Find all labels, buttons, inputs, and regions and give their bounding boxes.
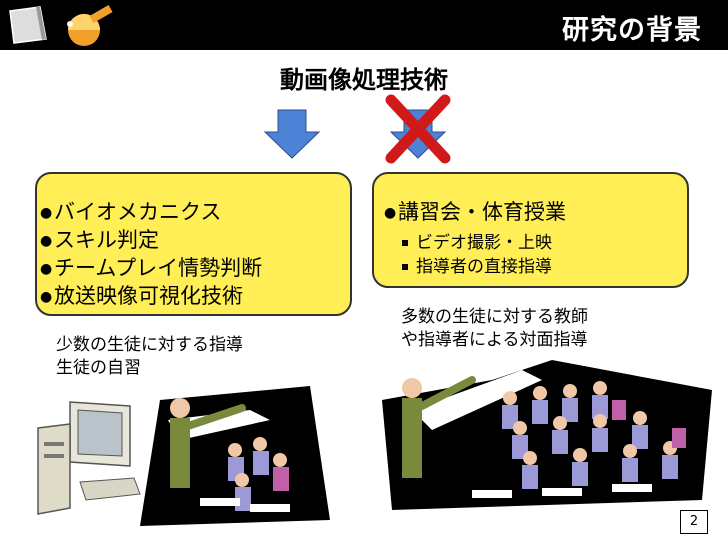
sub-list-item: 指導者の直接指導 xyxy=(402,252,552,277)
right-class-box xyxy=(372,172,689,288)
red-cross-icon xyxy=(385,94,451,164)
page-number: 2 xyxy=(680,510,708,534)
slide-title: 研究の背景 xyxy=(562,15,702,46)
paper-icon xyxy=(9,6,47,44)
sub-list-item: ビデオ撮影・上映 xyxy=(402,228,552,253)
lecture-large-icon xyxy=(382,360,712,510)
list-item: ●放送映像可視化技術 xyxy=(40,284,243,308)
left-note: 少数の生徒に対する指導 生徒の自習 xyxy=(56,335,243,378)
right-note: 多数の生徒に対する教師 や指導者による対面指導 xyxy=(401,307,588,350)
list-item: ●講習会・体育授業 xyxy=(384,200,566,224)
list-item: ●バイオメカニクス xyxy=(40,200,222,224)
list-item: ●チームプレイ情勢判断 xyxy=(40,256,263,280)
left-technology-box xyxy=(35,172,352,316)
down-arrow-icon xyxy=(263,109,321,159)
telescope-icon xyxy=(67,5,113,46)
list-item: ●スキル判定 xyxy=(40,228,159,252)
computer-icon xyxy=(37,401,141,515)
slide-subtitle: 動画像処理技術 xyxy=(280,66,448,94)
title-bar: 研究の背景 xyxy=(0,0,728,50)
lecture-small-icon xyxy=(140,386,330,526)
